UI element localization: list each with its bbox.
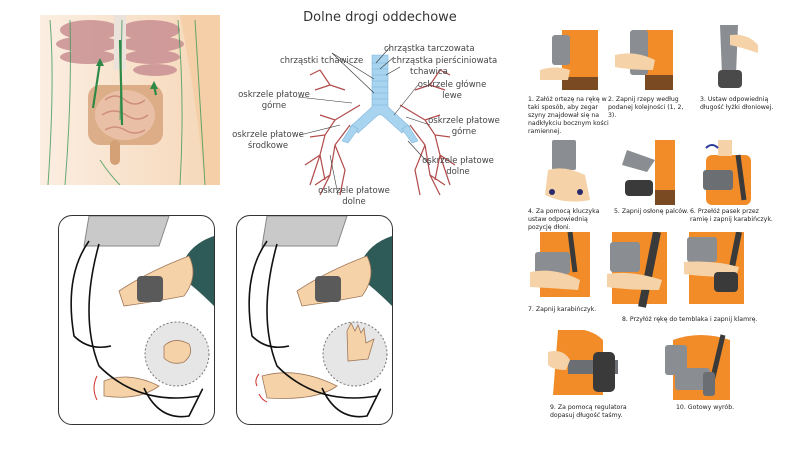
lymphatic-abdomen-illustration xyxy=(10,0,220,186)
stimulation-panel-open-hand xyxy=(236,215,393,425)
motion-arrows-icon xyxy=(255,373,268,403)
step-4-illustration xyxy=(540,140,598,205)
stimulator-device xyxy=(83,216,170,247)
label-right-middle-lobar-bronchus: oskrzele płatowe środkowe xyxy=(232,130,304,151)
step-7-illustration xyxy=(530,231,592,302)
label-right-lower-lobar-bronchus: oskrzele płatowe dolne xyxy=(318,186,390,207)
bronchial-tree-illustration xyxy=(290,45,470,205)
step-3-caption: 3. Ustaw odpowiednią długość łyżki dłoni… xyxy=(700,96,774,111)
hand-lower xyxy=(103,376,160,398)
label-trachea: tchawica xyxy=(410,67,448,77)
sleeve xyxy=(357,236,392,306)
step-4-caption: 4. Za pomocą kluczyka ustaw odpowiednią … xyxy=(528,208,600,231)
label-left-lower-lobar-bronchus: oskrzele płatowe dolne xyxy=(422,156,494,177)
label-right-upper-lobar-bronchus: oskrzele płatowe górne xyxy=(238,90,310,111)
step-2-caption: 2. Zapnij rzepy według podanej kolejnośc… xyxy=(608,96,684,119)
step-6-caption: 6. Przełóż pasek przez ramię i zapnij ka… xyxy=(690,208,773,223)
arrow-up-icon xyxy=(150,81,158,89)
label-left-main-bronchus: oskrzele główne lewe xyxy=(417,80,487,101)
step-10-illustration xyxy=(665,330,735,402)
electrode-cuff xyxy=(137,276,163,302)
cables xyxy=(248,240,382,418)
step-7-caption: 7. Zapnij karabińczyk. xyxy=(528,306,597,313)
diagram-title: Dolne drogi oddechowe xyxy=(303,10,457,25)
fist-icon xyxy=(163,340,192,364)
step-9-illustration xyxy=(548,328,620,400)
ribcage xyxy=(56,15,184,76)
motion-arrows-icon xyxy=(93,375,98,401)
leader-lines xyxy=(297,46,431,196)
step-1-caption: 1. Załóż ortezę na rękę w taki sposób, a… xyxy=(528,96,609,135)
lymph-vessels xyxy=(47,19,206,186)
sleeve xyxy=(179,236,214,306)
bronchioles xyxy=(304,69,456,196)
stimulator-device xyxy=(261,216,348,247)
step-8-caption: 8. Przyłóż rękę do temblaka i zapnij kla… xyxy=(622,316,758,323)
step-8b-illustration xyxy=(684,231,746,307)
step-6-illustration xyxy=(698,140,756,205)
label-left-upper-lobar-bronchus: oskrzele płatowe górne xyxy=(428,116,500,137)
intestines xyxy=(88,85,163,165)
step-9-caption: 9. Za pomocą regulatora dopasuj długość … xyxy=(550,404,627,419)
label-thyroid-cartilage: chrząstka tarczowata xyxy=(384,44,475,54)
cables xyxy=(70,240,204,418)
step-2-illustration xyxy=(615,25,673,90)
arrow-up-icon xyxy=(96,58,104,66)
label-cricoid-cartilage: chrząstka pierściniowata xyxy=(392,56,498,66)
step-10-caption: 10. Gotowy wyrób. xyxy=(676,404,735,411)
step-5-caption: 5. Zapnij osłonę palców. xyxy=(614,208,689,215)
step-3-illustration xyxy=(700,25,758,90)
step-5-illustration xyxy=(617,140,675,205)
step-8a-illustration xyxy=(607,231,669,310)
step-1-illustration xyxy=(540,25,598,90)
electrode-cuff xyxy=(315,276,341,302)
open-hand-icon xyxy=(346,322,375,362)
label-tracheal-cartilages: chrząstki tchawicze xyxy=(280,56,364,66)
stimulation-panel-fist xyxy=(58,215,215,425)
